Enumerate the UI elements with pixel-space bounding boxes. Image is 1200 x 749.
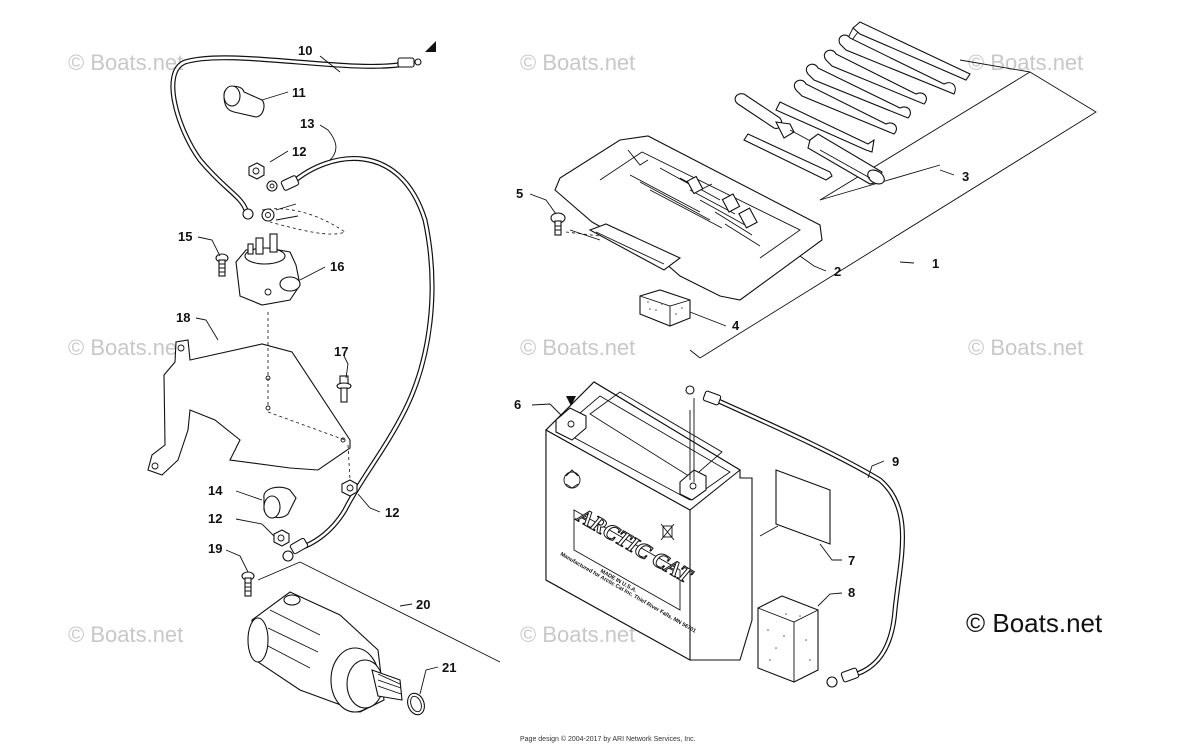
watermark: © Boats.net [968, 335, 1083, 360]
tool-tray [554, 135, 823, 301]
watermark: © Boats.net [68, 335, 183, 360]
starter-nut [273, 529, 294, 562]
foam-block [757, 595, 819, 683]
battery-cable [685, 385, 905, 688]
callout-numbers: 10 11 13 12 15 16 18 17 14 12 12 19 20 2… [176, 43, 969, 675]
callout-3: 3 [962, 169, 969, 184]
solenoid-screw [215, 253, 229, 277]
brand-watermark: © Boats.net [966, 608, 1103, 638]
watermark: © Boats.net [68, 50, 183, 75]
callout-1: 1 [932, 256, 939, 271]
assembly-leader [689, 349, 701, 359]
bracket-screw [336, 375, 352, 403]
disposal-icon [660, 523, 675, 541]
o-ring [407, 692, 425, 716]
positive-cable [280, 156, 435, 555]
callout-5: 5 [516, 186, 523, 201]
page-footer: Page design © 2004-2017 by ARI Network S… [520, 736, 696, 743]
watermarks: © Boats.net © Boats.net © Boats.net © Bo… [68, 50, 1083, 647]
battery: ARCTIC CAT Manufactured for Arctic Cat I… [545, 381, 753, 661]
assembly-leader [299, 561, 501, 663]
callout-10: 10 [298, 43, 312, 58]
terminal-nuts [248, 162, 278, 192]
callout-6: 6 [514, 397, 521, 412]
callout-12: 12 [385, 505, 399, 520]
callout-14: 14 [208, 483, 223, 498]
callout-15: 15 [178, 229, 192, 244]
recycle-icon [563, 469, 581, 489]
callout-20: 20 [416, 597, 430, 612]
callout-9: 9 [892, 454, 899, 469]
negative-cable [170, 41, 436, 220]
callout-2: 2 [834, 264, 841, 279]
starter-screw [241, 571, 255, 597]
foam-pad [639, 289, 691, 327]
direction-arrow-icon [566, 396, 576, 406]
assembly-leader [699, 71, 1097, 359]
assembly-leader [569, 229, 601, 241]
callout-17: 17 [334, 344, 348, 359]
bracket-nut [341, 444, 358, 497]
callout-13: 13 [300, 116, 314, 131]
callout-7: 7 [848, 553, 855, 568]
tray-screw [550, 212, 566, 236]
callout-12: 12 [292, 144, 306, 159]
callout-leaders [195, 55, 955, 695]
callout-11: 11 [292, 85, 306, 100]
direction-arrow-icon [425, 41, 436, 52]
terminal-boot [223, 85, 265, 118]
tool-kit [734, 21, 971, 185]
watermark: © Boats.net [520, 335, 635, 360]
starter-boot [263, 486, 297, 519]
callout-8: 8 [848, 585, 855, 600]
assembly-leader [257, 561, 301, 581]
callout-12: 12 [208, 511, 222, 526]
battery-pad [759, 469, 831, 545]
solenoid-connection-detail [261, 203, 346, 235]
callout-4: 4 [732, 318, 740, 333]
solenoid-bracket [147, 312, 351, 476]
callout-18: 18 [176, 310, 190, 325]
watermark: © Boats.net [520, 50, 635, 75]
starter-solenoid [235, 233, 301, 306]
starter-motor [247, 591, 403, 713]
callout-21: 21 [442, 660, 456, 675]
callout-16: 16 [330, 259, 344, 274]
watermark: © Boats.net [520, 622, 635, 647]
callout-19: 19 [208, 541, 222, 556]
watermark: © Boats.net [68, 622, 183, 647]
